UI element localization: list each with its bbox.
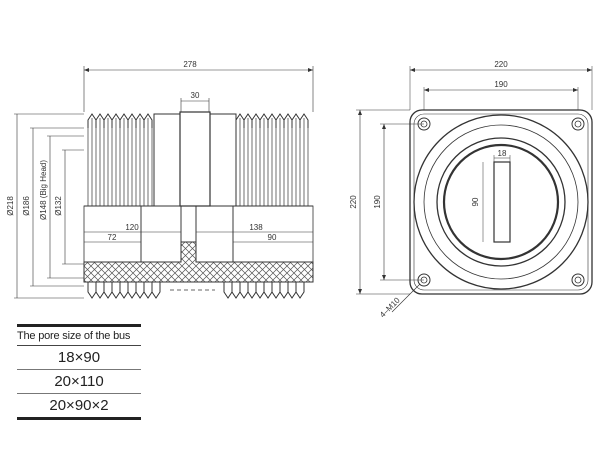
left-top-ribs — [87, 113, 153, 128]
side-view — [14, 66, 314, 299]
dim-len-120: 120 — [125, 223, 139, 232]
flange-square — [409, 109, 593, 295]
table-row: 20×110 — [17, 370, 141, 394]
dim-len-90: 90 — [268, 233, 277, 242]
dim-width-220: 220 — [494, 60, 508, 69]
dim-height-220: 220 — [349, 195, 358, 209]
dim-dia-186: Ø186 — [22, 196, 31, 216]
technical-drawing: 278 30 Ø218 Ø186 Ø148 (Big Head) Ø132 12… — [6, 60, 593, 319]
hatched-section — [83, 241, 314, 283]
bolt-holes — [417, 117, 585, 287]
front-view — [356, 66, 593, 313]
bus-slot — [493, 161, 511, 243]
dim-width-190: 190 — [494, 80, 508, 89]
dim-dia-148: Ø148 (Big Head) — [39, 160, 48, 220]
dim-slot-18: 18 — [498, 149, 507, 158]
bus-pore-size-table: The pore size of the bus 18×90 20×110 20… — [17, 324, 141, 420]
dim-len-72: 72 — [108, 233, 117, 242]
dim-dia-218: Ø218 — [6, 196, 15, 216]
bolt-label: 4–M10 — [378, 295, 402, 319]
table-header: The pore size of the bus — [17, 324, 141, 346]
dim-height-190: 190 — [373, 195, 382, 209]
dim-overall-length: 278 — [183, 60, 197, 69]
table-row: 18×90 — [17, 346, 141, 370]
right-top-ribs — [235, 113, 309, 128]
dim-len-138: 138 — [249, 223, 263, 232]
dim-dia-132: Ø132 — [54, 196, 63, 216]
dim-center-width: 30 — [191, 91, 200, 100]
bottom-ribs — [87, 282, 305, 299]
dim-slot-90: 90 — [471, 197, 480, 206]
table-row: 20×90×2 — [17, 394, 141, 420]
